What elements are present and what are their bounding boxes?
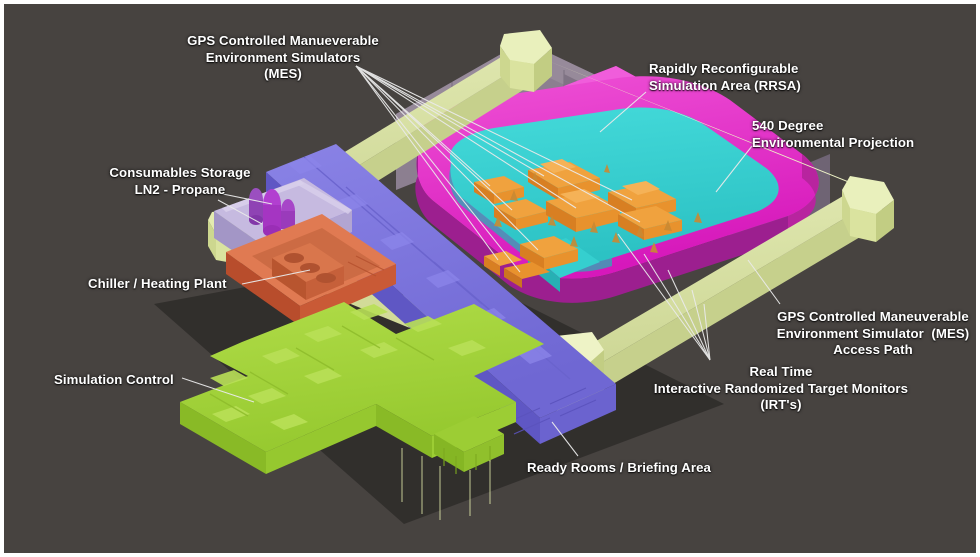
simulation-control-building (180, 302, 544, 520)
mes-vehicle (494, 199, 548, 230)
facility-3d-model (154, 30, 894, 524)
roof-vents (210, 304, 486, 430)
corner-tower (842, 176, 894, 242)
mes-vehicle (520, 236, 578, 270)
ln2-propane-tanks (249, 188, 295, 237)
leader-lines (181, 65, 781, 457)
chiller-heating-plant (226, 214, 396, 326)
mes-vehicle (546, 189, 620, 232)
corner-tower (500, 30, 552, 92)
arena-terrain-props (494, 164, 702, 253)
rendering-canvas: GPS Controlled Manueverable Environment … (4, 4, 976, 553)
chiller-units (272, 243, 344, 300)
service-wing (434, 416, 504, 474)
